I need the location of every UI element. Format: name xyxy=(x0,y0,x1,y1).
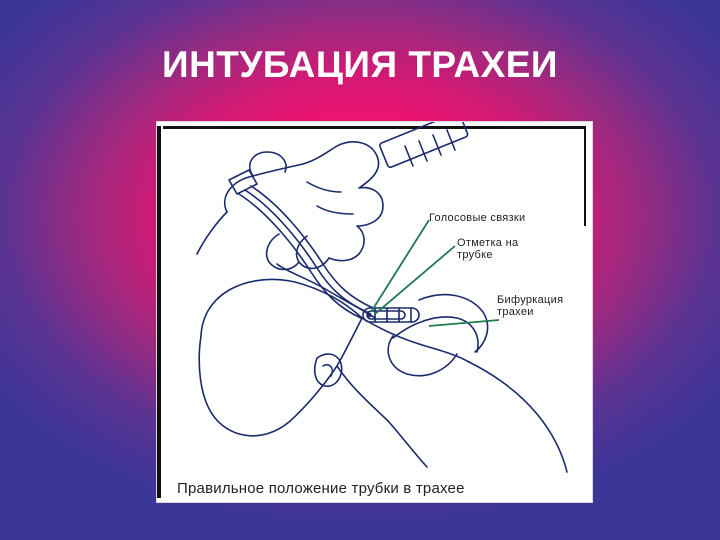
patient-shoulder xyxy=(336,365,428,468)
label-vocal-cords: Голосовые связки xyxy=(429,212,525,224)
figure-caption: Правильное положение трубки в трахее xyxy=(177,480,465,497)
tube-mark-dot xyxy=(366,312,372,318)
lung-left xyxy=(418,293,489,353)
pointer-vocal-cords xyxy=(370,219,430,313)
intubation-figure: Голосовые связки Отметка на трубке Бифур… xyxy=(157,122,592,502)
figure-frame-top xyxy=(163,126,585,129)
trachea-segment xyxy=(362,307,420,323)
patient-ear-inner xyxy=(322,363,334,377)
label-tube-mark: Отметка на трубке xyxy=(457,237,518,261)
label-bifurcation-line1: Бифуркация xyxy=(497,294,564,306)
hand-finger-1 xyxy=(295,235,330,270)
patient-chin xyxy=(276,263,376,319)
endotracheal-tube xyxy=(238,193,362,319)
endotracheal-tube-inner xyxy=(244,189,368,313)
figure-frame-left xyxy=(157,126,161,498)
laryngoscope-handle xyxy=(379,122,469,169)
hand-finger-2 xyxy=(265,233,300,271)
patient-chest xyxy=(392,316,479,353)
label-vocal-cords-text: Голосовые связки xyxy=(429,212,526,224)
label-bifurcation-line2: трахеи xyxy=(497,306,534,318)
patient-body xyxy=(468,361,568,473)
lung-right xyxy=(387,335,458,377)
slide-title: ИНТУБАЦИЯ ТРАХЕИ xyxy=(161,44,559,85)
pointer-tube-mark xyxy=(374,245,456,315)
trachea-cartilage xyxy=(374,307,412,323)
hand-thumb xyxy=(249,151,287,177)
label-bifurcation: Бифуркация трахеи xyxy=(497,294,563,318)
pointer-bifurcation xyxy=(428,319,500,327)
label-tube-mark-line1: Отметка на xyxy=(457,237,519,249)
hand-wrist xyxy=(196,211,228,255)
laryngoscope-grip-lines xyxy=(404,129,456,167)
label-tube-mark-line2: трубке xyxy=(457,249,493,261)
intubation-illustration xyxy=(196,122,568,473)
patient-ear xyxy=(313,353,343,387)
hand-knuckles xyxy=(306,181,354,215)
tube-connector xyxy=(228,169,258,195)
endotracheal-tube-wall xyxy=(250,185,374,309)
figure-frame-right xyxy=(584,126,586,226)
hand-outline xyxy=(224,141,384,262)
